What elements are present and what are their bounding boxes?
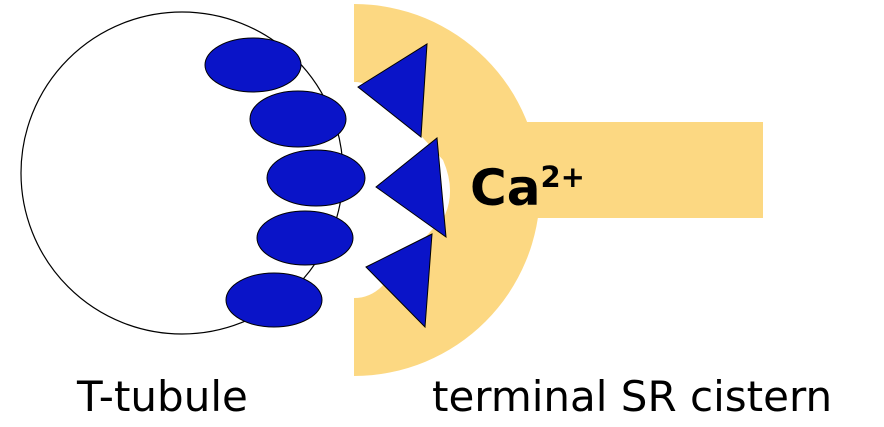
ryanodine-receptor: [375, 137, 447, 239]
ryanodine-receptor: [357, 43, 428, 138]
t-tubule-label: T-tubule: [76, 372, 248, 421]
dhp-receptors: [204, 37, 366, 328]
ryanodine-receptor: [365, 233, 433, 329]
ryanodine-receptors: [357, 43, 447, 329]
dhp-receptor: [204, 37, 302, 93]
terminal-sr-cistern-label: terminal SR cistern: [432, 372, 832, 421]
cistern-tube: [512, 122, 763, 218]
ion-symbol: Ca: [470, 159, 540, 217]
dhp-receptor: [266, 149, 366, 207]
dhp-receptor: [225, 272, 323, 328]
calcium-ion-label: Ca2+: [470, 159, 585, 217]
ion-charge: 2+: [540, 160, 584, 194]
dhp-receptor: [249, 90, 347, 148]
dhp-receptor: [256, 210, 354, 266]
